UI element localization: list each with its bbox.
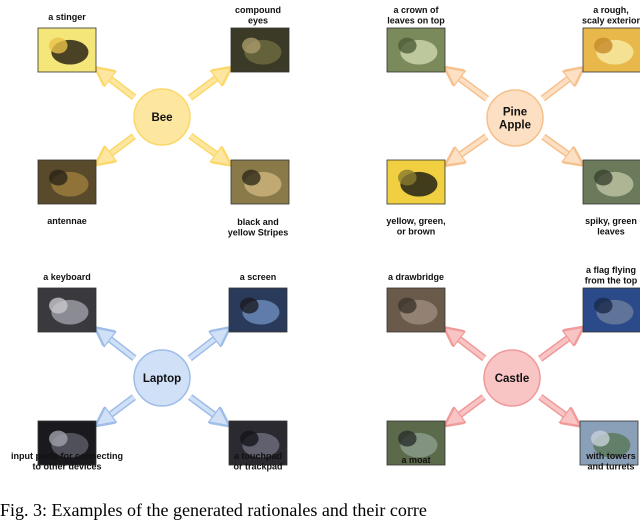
bee-arrow-head-tl <box>98 70 136 99</box>
laptop-diagram: a keyboard a screen input ports for connec… <box>11 272 288 472</box>
pineapple-arrow-head-tr <box>541 70 581 101</box>
laptop-image-br <box>228 420 288 466</box>
laptop-image-bl <box>37 420 97 466</box>
bee-label-bl: antennae <box>47 216 87 226</box>
bee-label-tl: a stinger <box>48 12 86 22</box>
laptop-arrow-head-br <box>188 395 226 424</box>
castle-image-tl <box>386 287 446 333</box>
castle-image-br <box>579 420 639 466</box>
castle-arrow-head-bl <box>447 395 486 424</box>
pineapple-label-tr: a rough,scaly exterior <box>582 5 640 25</box>
pineapple-arrow-head-bl <box>448 134 488 163</box>
castle-arrow-head-br <box>539 395 577 424</box>
bee-image-br <box>230 159 290 205</box>
bee-image-tl <box>37 27 97 73</box>
bee-arrow-head-br <box>189 134 228 163</box>
pineapple-image-tr <box>582 27 640 73</box>
laptop-arrow-head-tl <box>98 330 136 360</box>
laptop-image-tl <box>37 287 97 333</box>
laptop-label-tr: a screen <box>240 272 277 282</box>
laptop-arrow-head-bl <box>98 395 136 424</box>
laptop-image-tr <box>228 287 288 333</box>
laptop-center-label: Laptop <box>143 373 181 385</box>
pineapple-label-bl: yellow, green,or brown <box>386 216 445 236</box>
pineapple-image-tl <box>386 27 446 73</box>
castle-label-tl: a drawbridge <box>388 272 444 282</box>
castle-center-label: Castle <box>495 373 530 385</box>
bee-image-bl <box>37 159 97 205</box>
castle-image-tr <box>582 287 640 333</box>
pineapple-image-br <box>582 159 640 205</box>
bee-center-circle <box>133 88 191 146</box>
castle-image-bl <box>386 420 446 466</box>
figure-caption: Fig. 3: Examples of the generated ration… <box>0 500 427 520</box>
pineapple-arrow-head-tl <box>447 69 489 101</box>
pineapple-arrow-head-br <box>542 135 580 164</box>
bee-arrow-head-bl <box>98 134 136 163</box>
bee-image-tr <box>230 27 290 73</box>
pineapple-image-bl <box>386 159 446 205</box>
laptop-center-circle <box>133 349 191 407</box>
castle-arrow-head-tl <box>447 330 486 360</box>
laptop-label-tl: a keyboard <box>43 272 91 282</box>
bee-center-label: Bee <box>151 112 172 124</box>
bee-arrow-head-tr <box>188 69 229 100</box>
castle-label-bl: a moat <box>401 455 430 465</box>
castle-arrow-head-tr <box>538 329 580 361</box>
pineapple-center-circle <box>486 89 544 147</box>
laptop-arrow-head-tr <box>188 330 227 360</box>
castle-center-circle <box>483 349 541 407</box>
